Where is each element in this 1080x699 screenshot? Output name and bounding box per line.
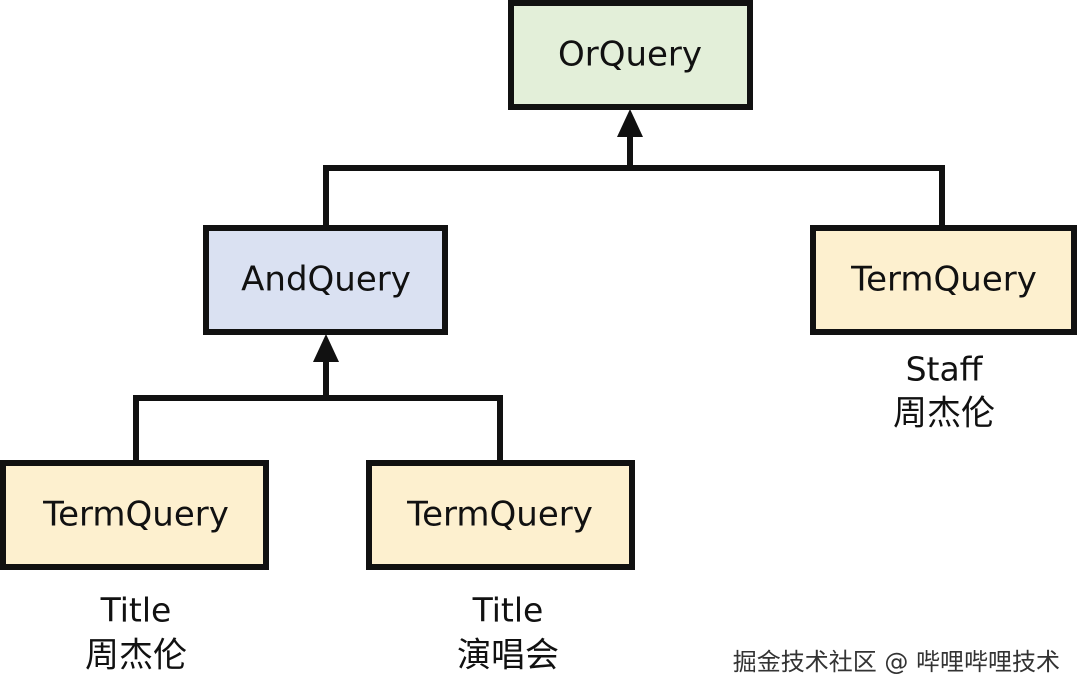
node-term-query-title-1-label: TermQuery	[42, 495, 229, 535]
node-and-query: AndQuery	[203, 225, 448, 335]
connector-and-children	[133, 395, 503, 462]
node-and-query-label: AndQuery	[241, 260, 411, 300]
node-term-query-staff-value: 周杰伦	[893, 394, 995, 434]
node-term-query-staff-field: Staff	[906, 350, 984, 389]
node-or-query: OrQuery	[508, 0, 753, 110]
connector-or-children	[323, 165, 945, 227]
node-term-query-title-2-value: 演唱会	[457, 636, 559, 676]
node-term-query-staff: TermQuery Staff 周杰伦	[810, 225, 1077, 434]
node-term-query-title-1-box	[0, 460, 269, 570]
arrowhead-or	[617, 109, 643, 137]
node-term-query-title-2-label: TermQuery	[406, 495, 593, 535]
node-term-query-title-1-value: 周杰伦	[85, 636, 187, 676]
node-term-query-title-1-field: Title	[100, 591, 172, 630]
arrowhead-and	[313, 334, 339, 362]
node-term-query-title-2-box	[366, 460, 635, 570]
node-term-query-staff-box	[810, 225, 1077, 335]
node-term-query-title-1: TermQuery Title 周杰伦	[0, 460, 269, 676]
node-term-query-title-2: TermQuery Title 演唱会	[366, 460, 635, 676]
node-or-query-box	[508, 0, 753, 110]
node-term-query-title-2-field: Title	[472, 591, 544, 630]
node-term-query-staff-label: TermQuery	[850, 260, 1037, 300]
node-or-query-label: OrQuery	[558, 35, 702, 75]
node-and-query-box	[203, 225, 448, 335]
watermark-text: 掘金技术社区 @ 哔哩哔哩技术	[733, 648, 1060, 676]
